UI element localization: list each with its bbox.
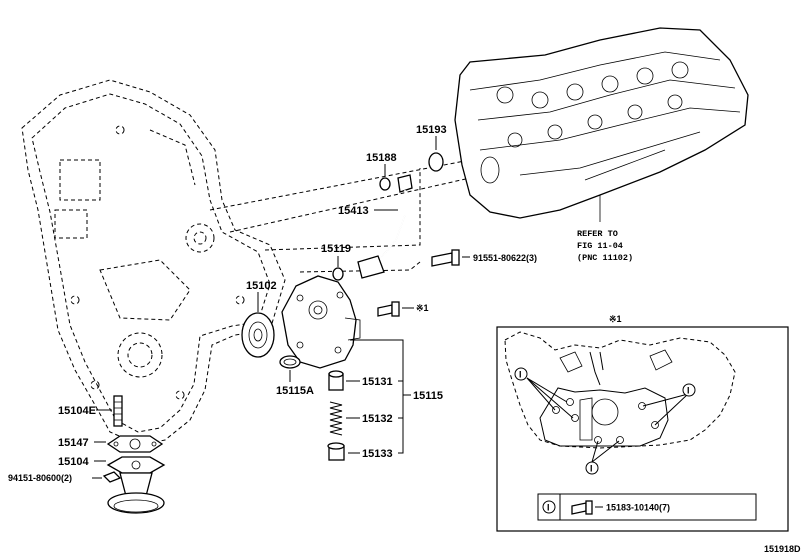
bolt-91551 (431, 249, 460, 267)
inset-legend: I 15183-10140(7) (537, 493, 757, 521)
svg-text:I: I (590, 464, 593, 474)
refer-line-3: (PNC 11102) (577, 253, 633, 263)
figure-id: 151918D (764, 544, 801, 554)
timing-chain-cover (21, 79, 286, 446)
inset-engine-block (504, 331, 736, 449)
plug-15133 (327, 442, 345, 461)
callout-15188: 15188 (366, 152, 397, 164)
svg-text:I: I (519, 370, 522, 380)
stud-15104E (113, 395, 123, 427)
marker-2: I (682, 383, 696, 397)
callout-15104E: 15104E (58, 405, 96, 417)
svg-text:I: I (687, 386, 690, 396)
gasket-15147 (106, 435, 164, 453)
callout-ref1: ※1 (416, 303, 429, 313)
inset-title: ※1 (609, 314, 622, 324)
bracket-15115 (350, 339, 411, 454)
oil-pump-body (281, 275, 361, 369)
callout-15193: 15193 (416, 124, 447, 136)
o-ring-15115A (279, 355, 301, 369)
callout-15115A: 15115A (276, 385, 314, 397)
legend-marker: I (547, 503, 550, 513)
refer-line-1: REFER TO (577, 229, 618, 239)
spring-15132 (329, 401, 343, 436)
callout-15147: 15147 (58, 437, 89, 449)
marker-1: I (514, 367, 528, 381)
cylinder-head (454, 27, 749, 222)
callout-15119: 15119 (321, 243, 351, 255)
relief-valve-15131 (328, 370, 344, 391)
callout-15131: 15131 (362, 376, 393, 388)
gasket-15188 (379, 177, 391, 191)
pump-rotor-15102 (241, 312, 275, 358)
callout-15413: 15413 (338, 205, 369, 217)
callout-91551: 91551-80622(3) (473, 253, 537, 263)
nut-94151 (102, 471, 122, 483)
callout-15133: 15133 (362, 448, 393, 460)
bolt-ref1 (377, 301, 400, 317)
oil-strainer-15104 (106, 456, 166, 514)
callout-15115: 15115 (413, 390, 443, 402)
legend-part: 15183-10140(7) (606, 503, 670, 513)
callout-15104: 15104 (58, 456, 89, 468)
inset-leaders (526, 377, 689, 463)
refer-line-2: FIG 11-04 (577, 241, 623, 251)
o-ring-15193 (428, 152, 444, 172)
callout-15132: 15132 (362, 413, 393, 425)
gasket-15119 (332, 267, 344, 281)
callout-15102: 15102 (246, 280, 277, 292)
callout-94151: 94151-80600(2) (8, 473, 72, 483)
oil-pipe-15413 (357, 174, 413, 279)
marker-3: I (585, 461, 599, 475)
